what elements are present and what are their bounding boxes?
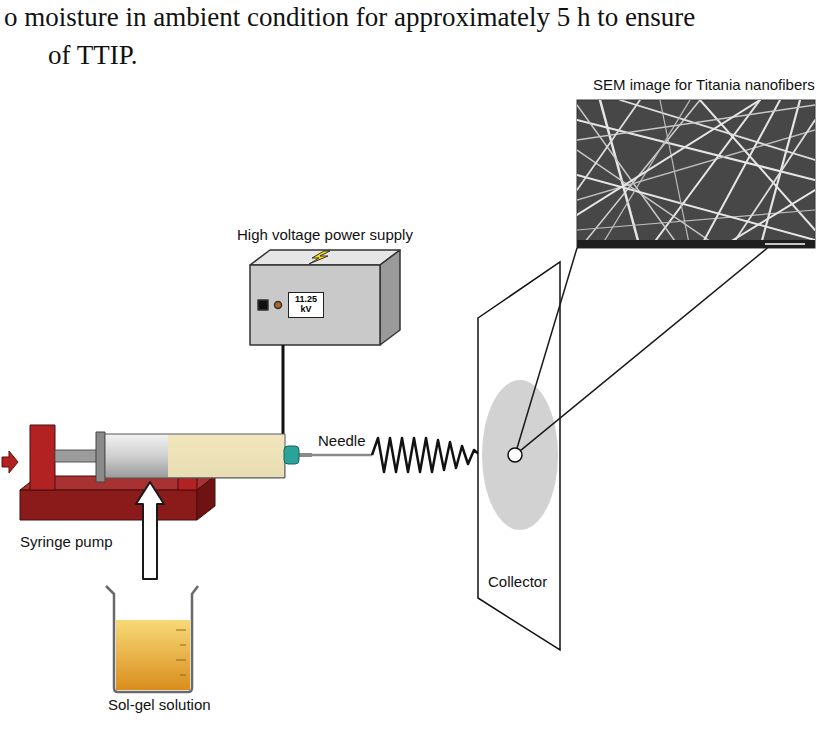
component-label: Sol-gel solution [108,696,211,714]
syringe-pump-illustration [55,450,101,462]
power-supply-box [380,250,400,345]
leader-line [517,248,767,451]
sem-image: SEM image for Titania nanofibers [577,100,815,248]
nanofiber [577,100,760,215]
image-title: SEM image for Titania nanofibers [593,76,815,94]
beaker [176,630,186,631]
power-supply: High voltage power supply11.25 kV [250,250,400,346]
syringe-pump-illustration [96,432,105,482]
needle [298,454,372,457]
component-label: Collector [488,573,547,591]
beaker [106,586,198,692]
beaker: Sol-gel solution [100,582,200,692]
collector-plate [478,262,560,650]
nanofiber [600,100,690,248]
nanofiber [577,150,720,248]
power-supply-box [250,250,400,265]
nanofiber [720,190,815,248]
power-supply-box [258,300,268,310]
beaker [106,586,198,692]
body-text: o moisture in ambient condition for appr… [4,2,695,33]
syringe-pump-illustration [20,490,197,520]
syringe-pump-illustration [30,425,55,490]
collector-plate [482,380,558,530]
power-supply-box [275,302,282,309]
collector: Collector [478,262,560,650]
collector-plate [478,262,560,650]
high-voltage-wire [283,345,312,455]
sem-micrograph [577,100,815,248]
nanofiber [700,100,780,248]
beaker [176,660,186,661]
syringe-pump: Syringe pump [5,425,295,480]
sem-micrograph [577,240,815,248]
component-label: Syringe pump [20,533,113,551]
voltage-display: 11.25 kV [288,292,324,318]
component-label: High voltage power supply [237,226,413,244]
nanofiber [577,175,815,240]
nanofiber [580,100,700,248]
nanofiber [577,105,815,140]
syringe-pump-illustration [168,435,284,477]
sem-micrograph [765,243,805,245]
syringe-pump-illustration [2,451,18,473]
beaker [180,645,186,646]
part-label: Needle [318,432,366,449]
polymer-jet [372,438,480,472]
beaker [116,620,190,690]
power-supply-box [309,251,330,264]
nanofiber [577,100,640,190]
nanofiber [650,100,760,248]
collector-plate [508,448,522,462]
syringe-pump-illustration [105,434,285,478]
beaker [180,675,186,676]
flow-arrow [136,482,164,579]
power-supply-box [250,265,380,345]
syringe-pump-illustration [197,476,215,520]
nanofiber [660,100,690,248]
body-text: of TTIP. [48,40,138,71]
syringe-pump-illustration [284,446,299,464]
nanofiber [577,100,815,248]
sem-micrograph [577,100,815,248]
voltage-reading: 11.25 kV [291,295,321,315]
power-supply-box [250,250,400,345]
